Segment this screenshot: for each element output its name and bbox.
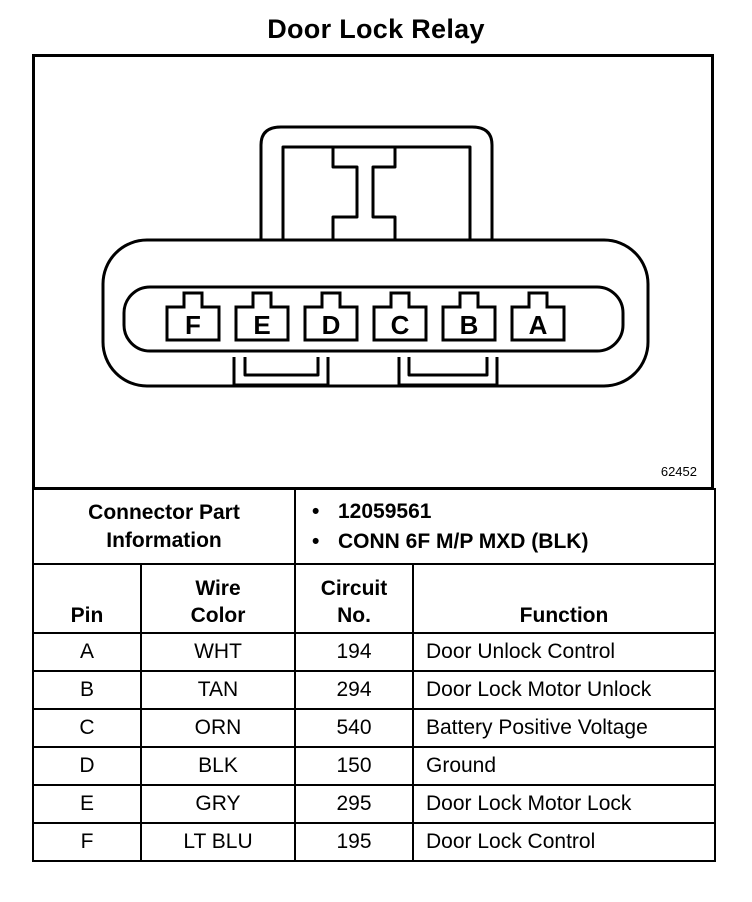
table-row: A WHT 194 Door Unlock Control <box>32 632 717 672</box>
cell-pin: B <box>32 670 142 710</box>
table-row: B TAN 294 Door Lock Motor Unlock <box>32 670 717 710</box>
latch-outer <box>259 125 494 240</box>
col-circuit-no: Circuit No. <box>294 563 414 634</box>
cell-wire-color: BLK <box>140 746 296 786</box>
pin-cavity-c: C <box>372 291 428 342</box>
table-row: F LT BLU 195 Door Lock Control <box>32 822 717 862</box>
cell-pin: F <box>32 822 142 862</box>
cell-pin: A <box>32 632 142 672</box>
column-header-row: Pin Wire Color Circuit No. Function <box>32 563 717 634</box>
connector-body <box>101 238 650 388</box>
col-circuit-line1: Circuit <box>320 577 388 600</box>
cell-function: Door Unlock Control <box>411 632 717 672</box>
connector-table: Connector Part Information 12059561 CONN… <box>32 488 717 862</box>
cell-circuit: 195 <box>294 822 414 862</box>
pin-label: C <box>391 310 410 340</box>
connector-description: CONN 6F M/P MXD (BLK) <box>338 527 714 557</box>
part-info-label-line1: Connector Part <box>88 500 240 524</box>
bottom-tab-left <box>232 357 330 387</box>
pin-label: F <box>185 310 201 340</box>
latch-tab <box>331 147 397 240</box>
cell-pin: E <box>32 784 142 824</box>
table-row: C ORN 540 Battery Positive Voltage <box>32 708 717 748</box>
pin-label: E <box>253 310 270 340</box>
cell-function: Battery Positive Voltage <box>411 708 717 748</box>
bottom-tab-right <box>397 357 499 387</box>
col-pin: Pin <box>32 563 142 634</box>
part-info-label-line2: Information <box>106 528 222 552</box>
part-info-label: Connector Part Information <box>32 488 296 565</box>
cell-wire-color: ORN <box>140 708 296 748</box>
col-function: Function <box>411 563 717 634</box>
cell-circuit: 194 <box>294 632 414 672</box>
cell-wire-color: LT BLU <box>140 822 296 862</box>
col-wire-color: Wire Color <box>140 563 296 634</box>
cell-pin: C <box>32 708 142 748</box>
figure-id: 62452 <box>660 464 697 479</box>
cell-circuit: 295 <box>294 784 414 824</box>
pin-label: D <box>322 310 341 340</box>
pin-cavity-a: A <box>510 291 566 342</box>
pin-label: B <box>460 310 479 340</box>
connector-diagram: F E D C B A 62452 <box>32 54 714 490</box>
pin-cavity-b: B <box>441 291 497 342</box>
col-wire-color-line2: Color <box>190 604 246 627</box>
table-row: E GRY 295 Door Lock Motor Lock <box>32 784 717 824</box>
pin-cavity-d: D <box>303 291 359 342</box>
cell-function: Door Lock Motor Lock <box>411 784 717 824</box>
col-wire-color-line1: Wire <box>195 577 241 600</box>
pin-label: A <box>529 310 548 340</box>
cell-function: Ground <box>411 746 717 786</box>
cell-pin: D <box>32 746 142 786</box>
latch-inner <box>281 145 472 240</box>
col-circuit-line2: No. <box>337 604 371 627</box>
cell-circuit: 540 <box>294 708 414 748</box>
pin-cavity-e: E <box>234 291 290 342</box>
cell-function: Door Lock Control <box>411 822 717 862</box>
cell-wire-color: GRY <box>140 784 296 824</box>
cell-wire-color: TAN <box>140 670 296 710</box>
part-info-list: 12059561 CONN 6F M/P MXD (BLK) <box>293 488 717 565</box>
cell-circuit: 150 <box>294 746 414 786</box>
part-info-row: Connector Part Information 12059561 CONN… <box>32 488 717 565</box>
cell-function: Door Lock Motor Unlock <box>411 670 717 710</box>
table-row: D BLK 150 Ground <box>32 746 717 786</box>
cell-wire-color: WHT <box>140 632 296 672</box>
part-number: 12059561 <box>338 497 714 527</box>
page-title: Door Lock Relay <box>267 14 485 44</box>
connector-cavity <box>122 285 625 353</box>
cell-circuit: 294 <box>294 670 414 710</box>
pin-cavity-f: F <box>165 291 221 342</box>
